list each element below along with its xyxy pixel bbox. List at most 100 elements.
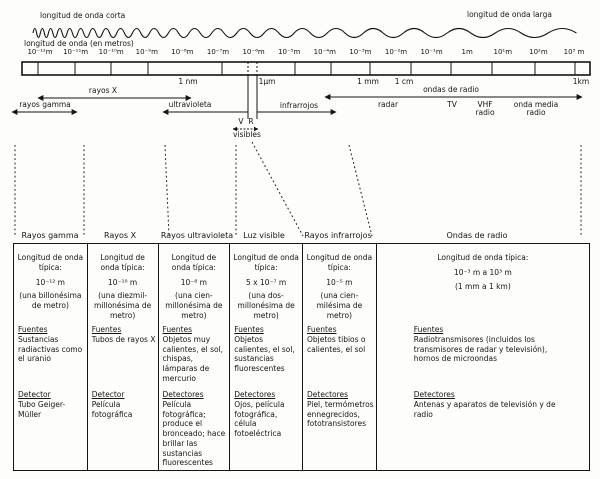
wavelength-note: (una cien-millonésima de metro) — [165, 291, 223, 320]
band-label-radar: radar — [377, 100, 399, 109]
unit-mark-label: 1 nm — [178, 77, 198, 86]
wavelength-value: 5 x 10⁻⁷ m — [246, 277, 287, 287]
typical-wavelength-block: Longitud de onda típica: 10⁻¹² m (una bill… — [14, 244, 87, 311]
typical-wavelength-title: Longitud de onda típica: — [437, 253, 529, 262]
sources-text: Tubos de rayos X — [91, 334, 156, 344]
sources-label: Fuentes — [307, 325, 337, 334]
sources-text: Objetos muy calientes, el sol, chispas, … — [162, 334, 224, 383]
scale-tick-label: 10⁻²m — [384, 48, 408, 56]
detectors-text: Antenas y aparatos de televisión y de ra… — [413, 399, 556, 419]
band-label-gamma-rays: rayos gamma — [19, 100, 71, 109]
sources-label: Fuentes — [234, 325, 264, 334]
table-column: Longitud de onda típica:10⁻⁸ m(una cien-… — [159, 244, 231, 470]
band-label-medium-wave-radio: onda media radio — [513, 100, 559, 117]
unit-mark-label: 1 mm — [357, 77, 379, 86]
band-label-vhf-radio: VHF radio — [475, 100, 495, 117]
detectors-label: Detectores — [413, 390, 455, 399]
band-label-radio-waves: ondas de radio — [423, 85, 479, 94]
unit-mark-label: 1 cm — [394, 77, 414, 86]
scale-tick-label: 10⁻¹⁰m — [98, 48, 124, 56]
table-column-header: Rayos ultravioleta — [160, 231, 234, 240]
table-column: Longitud de onda típica: 10⁻¹² m (una bill… — [14, 244, 88, 470]
typical-wavelength-title: Longitud de onda típica: — [171, 253, 217, 272]
detectors-label: Detector — [91, 390, 125, 399]
table-column-header: Rayos X — [103, 231, 137, 240]
scale-tick-label: 10⁻¹²m — [27, 48, 53, 56]
visible-red-marker: R — [248, 117, 254, 126]
unit-mark-label: 1km — [572, 77, 590, 86]
scale-tick-label: 10⁻¹¹m — [63, 48, 89, 56]
detectors-text: Piel, termómetros ennegrecidos, fototran… — [307, 399, 374, 429]
scale-tick-label: 1m — [461, 48, 473, 56]
axis-title: longitud de onda (en metros) — [24, 39, 134, 48]
sources-text: Sustancias radiactivas como el uranio — [18, 334, 83, 364]
sources-label: Fuentes — [18, 325, 48, 334]
wavelength-note: (una dos-millonésima de metro) — [237, 291, 295, 320]
wavelength-note: (una diezmil-millonésima de metro) — [94, 291, 152, 320]
detectors-label: Detectores — [307, 390, 349, 399]
typical-wavelength-block: Longitud de onda típica: 5 x 10⁻⁷ m (una d… — [230, 244, 302, 321]
wavelength-value: 10⁻¹² m — [35, 277, 65, 287]
visible-band-label: visibles — [233, 130, 261, 139]
detectors-label: Detector — [18, 390, 51, 399]
detectors-label: Detectores — [234, 390, 276, 399]
scale-tick-label: 10³ m — [563, 48, 585, 56]
typical-wavelength-block: Longitud de onda típica:10⁻⁵ m(una cien-… — [303, 244, 376, 321]
spectrum-table: Longitud de onda típica: 10⁻¹² m (una bill… — [13, 243, 590, 471]
typical-wavelength-block: Longitud de onda típica:10⁻³ m a 10³ m(1… — [435, 244, 531, 291]
detectors-text: Película fotográfica — [91, 399, 133, 419]
wavelength-note: (una billonésima de metro) — [19, 291, 82, 310]
scale-tick-label: 10⁻⁶m — [242, 48, 265, 56]
visible-violet-marker: V — [238, 117, 244, 126]
table-column-header: Luz visible — [243, 231, 285, 240]
table-column-header: Rayos infrarrojos — [304, 231, 372, 240]
table-column: Longitud de onda típica: 5 x 10⁻⁷ m (una d… — [230, 244, 303, 470]
long-wavelength-label: longitud de onda larga — [467, 10, 552, 19]
table-column-header: Ondas de radio — [446, 231, 508, 240]
scale-tick-label: 10²m — [529, 48, 548, 56]
table-column-header: Rayos gamma — [21, 231, 79, 240]
detectors-text: Tubo Geiger-Müller — [18, 399, 66, 419]
typical-wavelength-block: Longitud de onda típica:10⁻⁸ m(una cien-… — [159, 244, 230, 321]
band-label-x-rays: rayos X — [88, 86, 118, 95]
scale-tick-label: 10⁻⁴m — [313, 48, 336, 56]
sources-label: Fuentes — [162, 325, 193, 334]
detectors-label: Detectores — [162, 390, 204, 399]
typical-wavelength-title: Longitud de onda típica: — [233, 253, 299, 272]
typical-wavelength-block: Longitud de onda típica: 10⁻¹⁰ m (una diez… — [88, 244, 158, 321]
typical-wavelength-title: Longitud de onda típica: — [100, 253, 145, 272]
scale-tick-label: 10⁻⁷m — [206, 48, 230, 56]
sources-text: Objetos calientes, el sol, sustancias fl… — [234, 334, 295, 373]
band-label-tv: TV — [447, 100, 457, 109]
short-wavelength-label: longitud de onda corta — [40, 11, 126, 20]
scale-tick-label: 10⁻³m — [349, 48, 372, 56]
sources-label: Fuentes — [413, 325, 444, 334]
detectors-text: Ojos, película fotográfica, célula fotoe… — [234, 399, 285, 438]
table-column: Longitud de onda típica:10⁻³ m a 10³ m(1… — [377, 244, 589, 470]
table-column: Longitud de onda típica: 10⁻¹⁰ m (una diez… — [88, 244, 159, 470]
detectors-text: Película fotográfica; produce el broncea… — [162, 399, 226, 468]
unit-mark-label: 1µm — [258, 77, 276, 86]
typical-wavelength-title: Longitud de onda típica: — [306, 253, 373, 272]
scale-tick-label: 10¹m — [493, 48, 513, 56]
typical-wavelength-title: Longitud de onda típica: — [17, 253, 84, 272]
table-column: Longitud de onda típica:10⁻⁵ m(una cien-… — [303, 244, 377, 470]
sources-text: Radiotransmisores (incluidos los transmi… — [413, 334, 548, 364]
sources-label: Fuentes — [91, 325, 122, 334]
sources-text: Objetos tibios o calientes, el sol — [307, 334, 366, 354]
wavelength-value: 10⁻¹⁰ m — [108, 277, 138, 287]
